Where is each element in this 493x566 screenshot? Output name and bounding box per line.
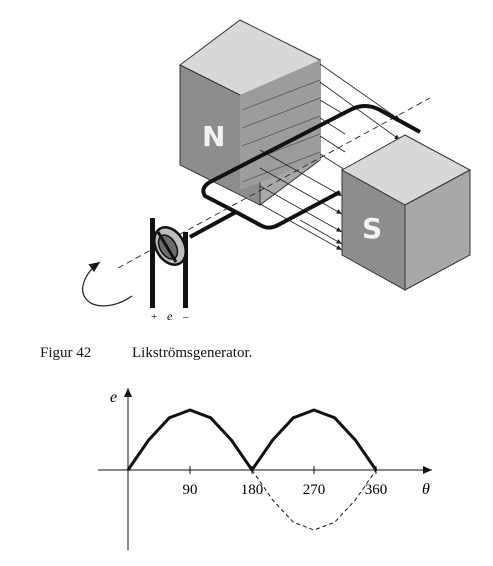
commutator: [150, 218, 188, 308]
figure-number: Figur 42: [40, 345, 92, 361]
rotation-arrow: [82, 261, 133, 307]
brush-left: [150, 218, 155, 308]
emf-series: [126, 408, 378, 531]
south-pole-label: S: [362, 212, 382, 245]
emf-graph: e θ 90 180 270 360: [98, 388, 432, 550]
armature-loop: [189, 104, 421, 239]
figure-caption: Figur 42 Likströmsgenerator.: [40, 345, 252, 362]
x-tick-label: 90: [183, 482, 198, 498]
x-tick-label: 270: [303, 482, 326, 498]
x-tick-labels: 90 180 270 360: [183, 466, 388, 498]
north-pole-label: N: [202, 120, 225, 153]
emf-negative-half-dashed: [251, 469, 377, 531]
brush-right: [183, 232, 188, 308]
x-tick-label: 360: [365, 482, 388, 498]
emf-rectified-curve: [126, 408, 378, 472]
terminals: + e –: [151, 300, 189, 323]
north-magnet: N: [179, 19, 321, 206]
x-axis-label: θ: [422, 481, 430, 498]
emf-label: e: [167, 309, 173, 323]
south-magnet: S: [340, 134, 472, 291]
figure-caption-text: Likströmsgenerator.: [132, 345, 253, 361]
terminal-plus: +: [151, 311, 157, 323]
terminal-minus: –: [182, 311, 189, 323]
y-axis-label: e: [110, 389, 117, 406]
x-tick-label: 180: [241, 482, 264, 498]
field-lines: [259, 63, 401, 251]
